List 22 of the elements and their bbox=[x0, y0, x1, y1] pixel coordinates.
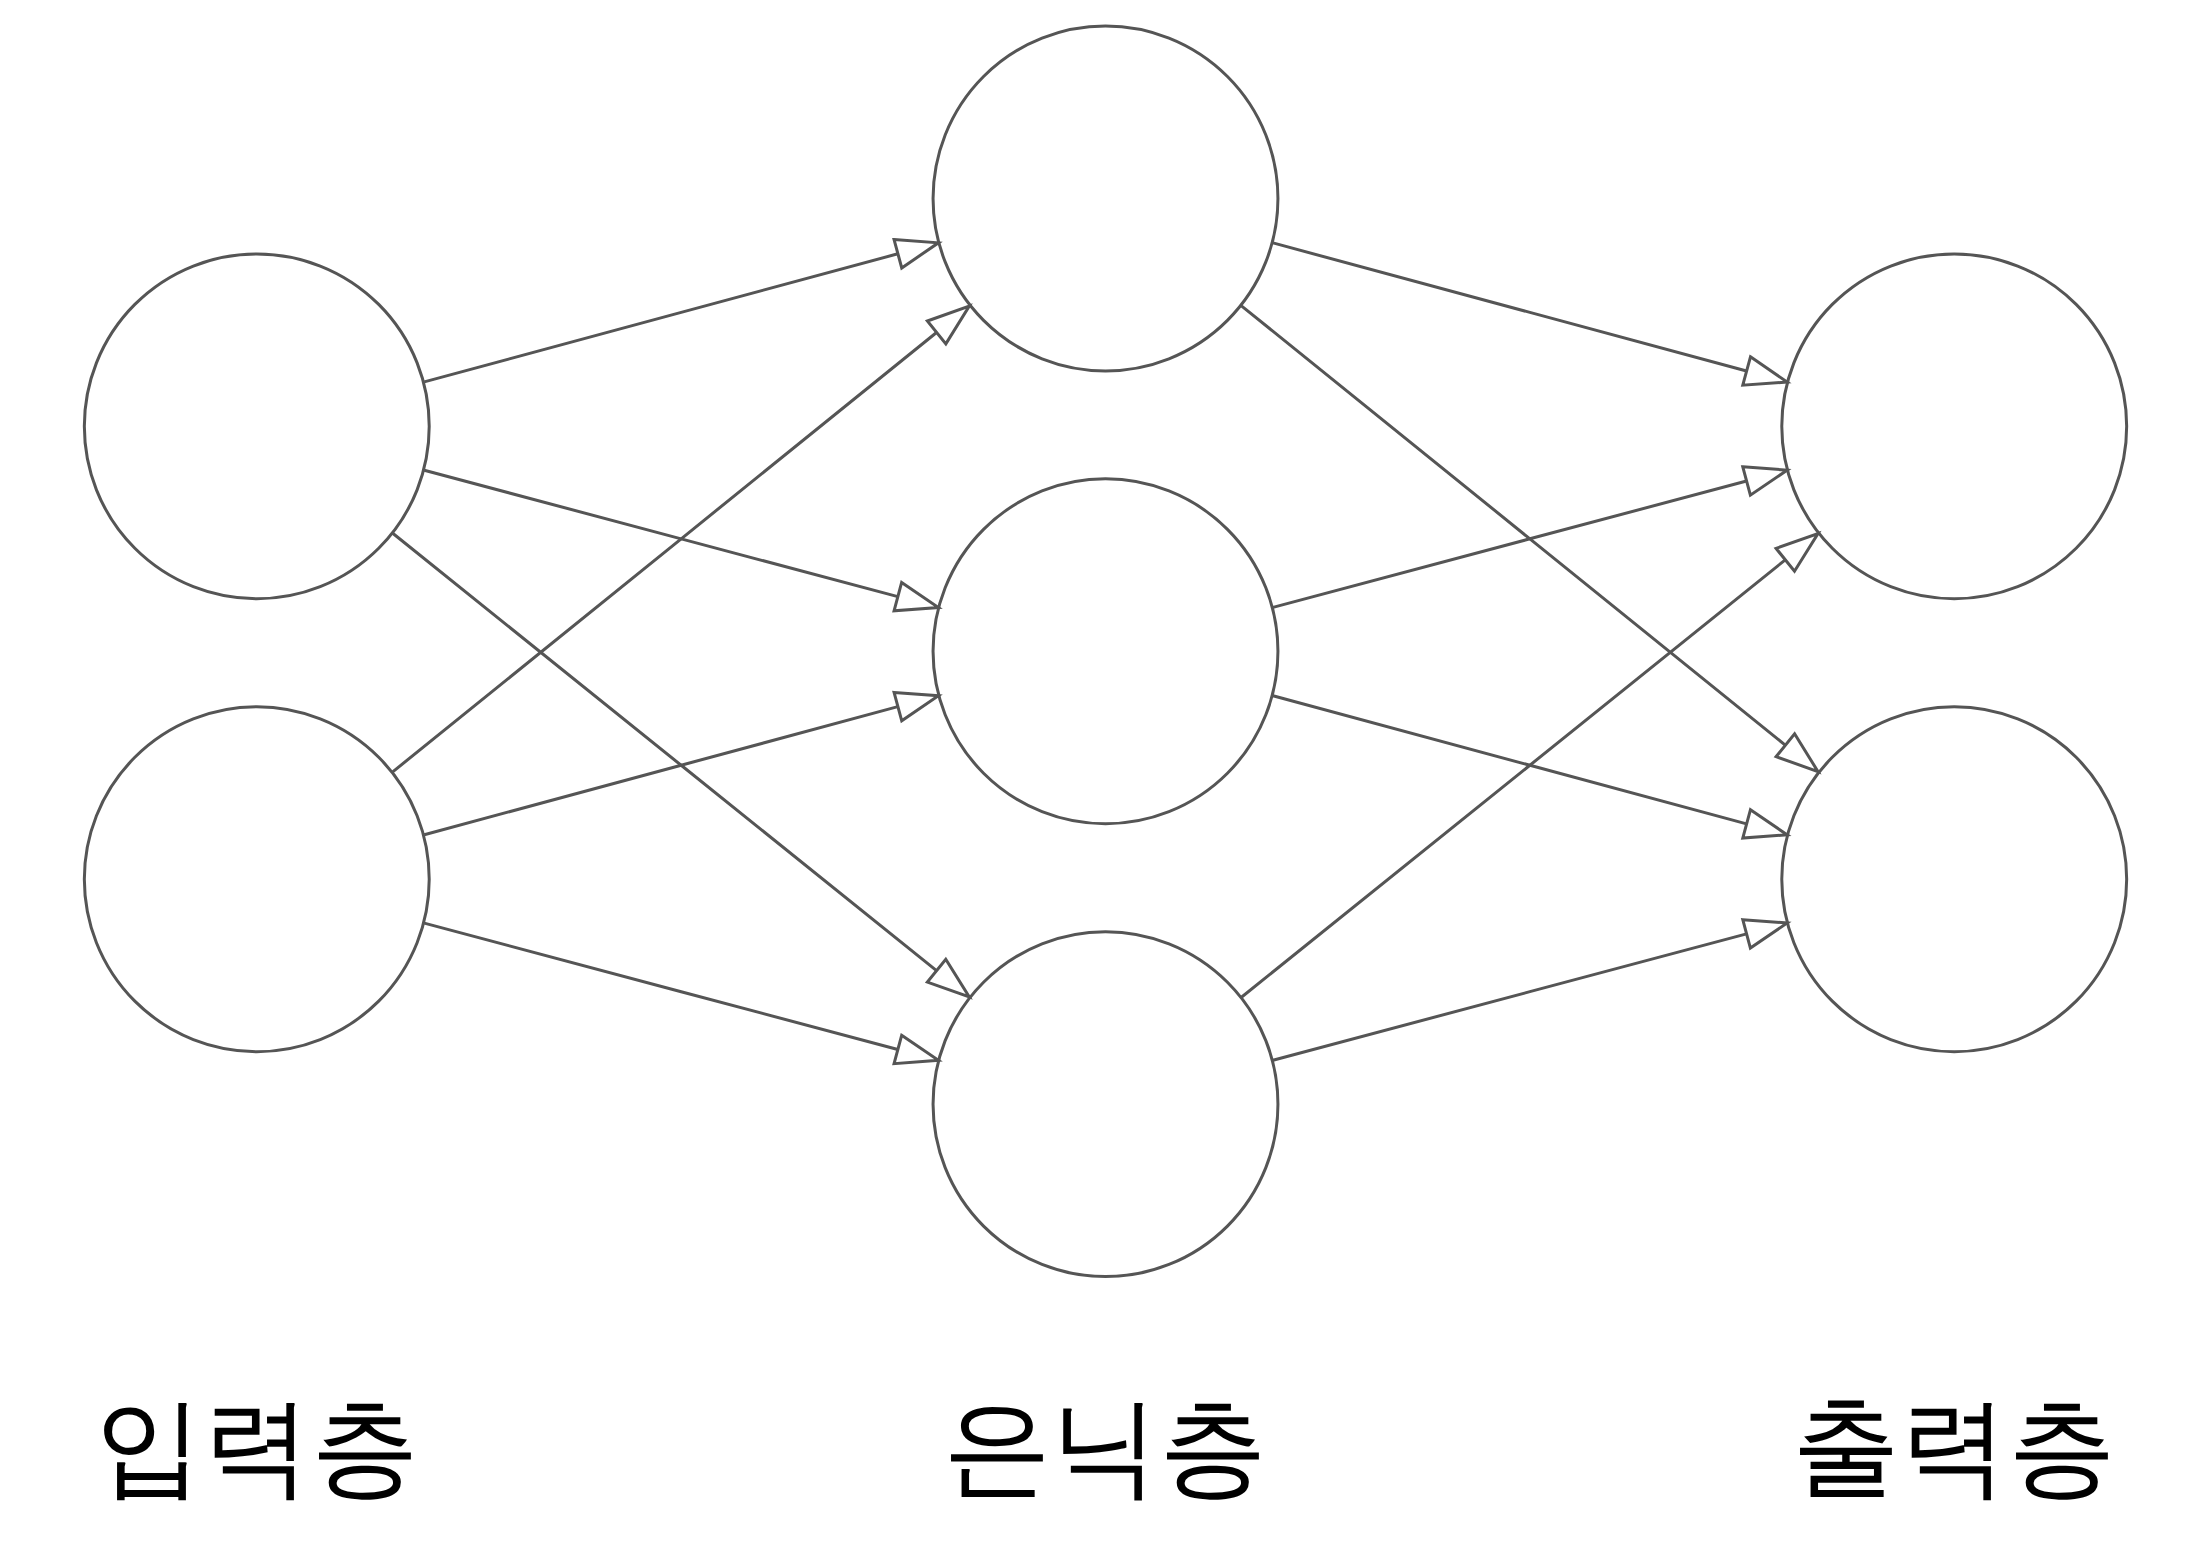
arrow bbox=[423, 237, 943, 384]
arrow bbox=[423, 690, 943, 837]
node-circle bbox=[931, 930, 1280, 1279]
arrow bbox=[1272, 465, 1792, 609]
label: 은닉층 bbox=[943, 1384, 1268, 1510]
label: 입력층 bbox=[94, 1384, 419, 1510]
node-circle bbox=[1780, 252, 2129, 601]
arrow bbox=[1272, 694, 1792, 840]
arrow bbox=[391, 303, 973, 774]
arrow bbox=[391, 531, 973, 1000]
arrow bbox=[423, 921, 943, 1066]
node-circle bbox=[82, 252, 431, 601]
arrow bbox=[1272, 241, 1792, 387]
node-circle bbox=[931, 477, 1280, 826]
node-circle bbox=[1780, 705, 2129, 1054]
arrow bbox=[1272, 918, 1792, 1062]
arrow bbox=[1240, 304, 1822, 775]
arrow bbox=[423, 468, 943, 613]
label: 출력층 bbox=[1792, 1384, 2117, 1510]
node-circle bbox=[931, 24, 1280, 373]
arrow bbox=[1240, 530, 1822, 999]
node-circle bbox=[82, 705, 431, 1054]
